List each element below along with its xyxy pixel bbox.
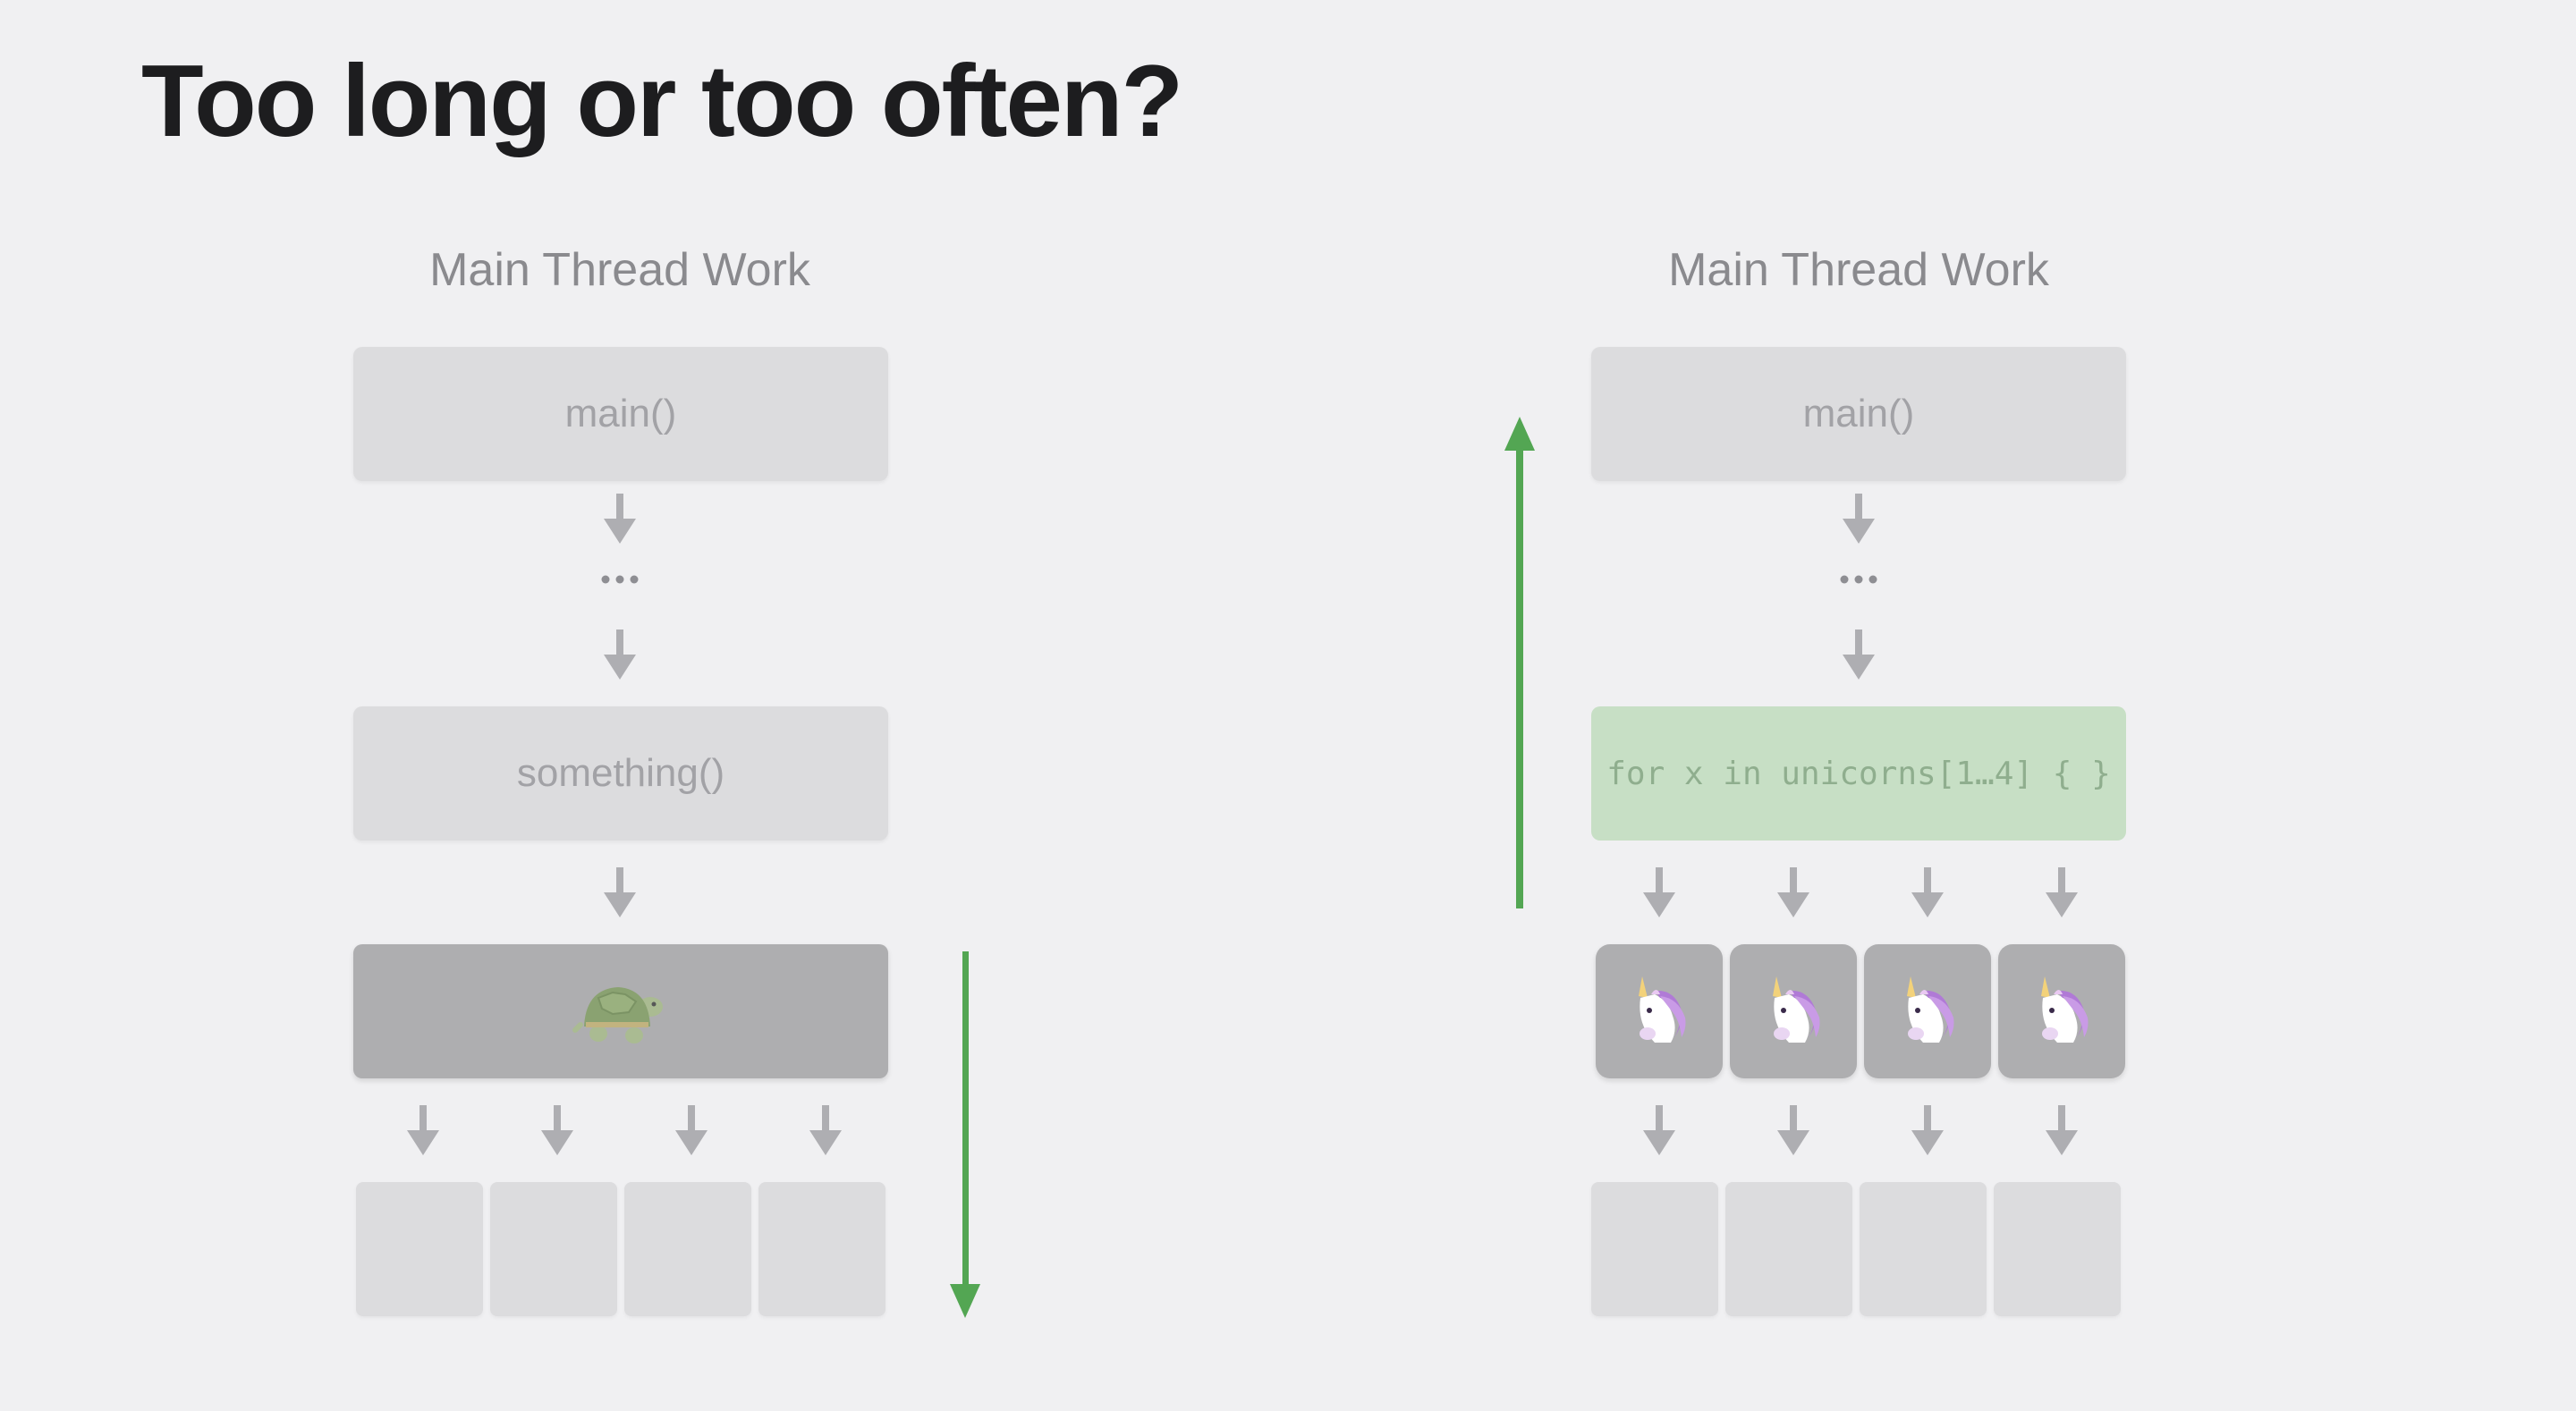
right-main-label: main() (1802, 392, 1915, 435)
left-arrow-4a (405, 1105, 441, 1155)
right-unicorn-box-3 (1864, 944, 1991, 1078)
right-column-heading: Main Thread Work (1668, 244, 2049, 296)
unicorn-icon (1887, 971, 1968, 1052)
left-cell-1 (356, 1182, 483, 1316)
left-arrow-2 (602, 629, 638, 680)
slide-title: Too long or too often? (141, 45, 1183, 158)
right-unicorn-box-1 (1596, 944, 1723, 1078)
left-main-label: main() (564, 392, 677, 435)
right-cell-1 (1591, 1182, 1718, 1316)
right-ellipsis-icon (1832, 558, 1885, 594)
right-arrow-3b (1775, 867, 1811, 917)
unicorn-icon (1753, 971, 1834, 1052)
right-main-box: main() (1591, 347, 2126, 481)
right-arrow-4b (1775, 1105, 1811, 1155)
left-arrow-4d (808, 1105, 843, 1155)
right-arrow-4d (2044, 1105, 2080, 1155)
left-slow-box (353, 944, 888, 1078)
unicorn-icon (2021, 971, 2102, 1052)
left-column-heading: Main Thread Work (429, 244, 810, 296)
right-unicorn-box-2 (1730, 944, 1857, 1078)
right-arrow-3c (1910, 867, 1945, 917)
right-loop-box: for x in unicorns[1…4] { } (1591, 706, 2126, 841)
left-something-box: something() (353, 706, 888, 841)
left-main-box: main() (353, 347, 888, 481)
unicorn-icon (1619, 971, 1699, 1052)
left-cell-2 (490, 1182, 617, 1316)
right-unicorn-box-4 (1998, 944, 2125, 1078)
left-cell-3 (624, 1182, 751, 1316)
right-arrow-1 (1841, 494, 1877, 544)
right-arrow-3d (2044, 867, 2080, 917)
right-cell-4 (1994, 1182, 2121, 1316)
left-arrow-4b (539, 1105, 575, 1155)
left-cell-4 (758, 1182, 886, 1316)
turtle-icon (572, 971, 670, 1052)
right-cell-2 (1725, 1182, 1852, 1316)
left-something-label: something() (516, 751, 725, 795)
left-arrow-4c (674, 1105, 709, 1155)
right-cell-3 (1860, 1182, 1987, 1316)
left-arrow-1 (602, 494, 638, 544)
right-progress-arrow-up-icon (1503, 417, 1537, 908)
right-arrow-2 (1841, 629, 1877, 680)
right-arrow-4c (1910, 1105, 1945, 1155)
right-arrow-4a (1641, 1105, 1677, 1155)
right-loop-label: for x in unicorns[1…4] { } (1606, 755, 2111, 792)
left-arrow-3 (602, 867, 638, 917)
left-ellipsis-icon (593, 558, 647, 594)
left-progress-arrow-down-icon (948, 951, 982, 1318)
right-arrow-3a (1641, 867, 1677, 917)
